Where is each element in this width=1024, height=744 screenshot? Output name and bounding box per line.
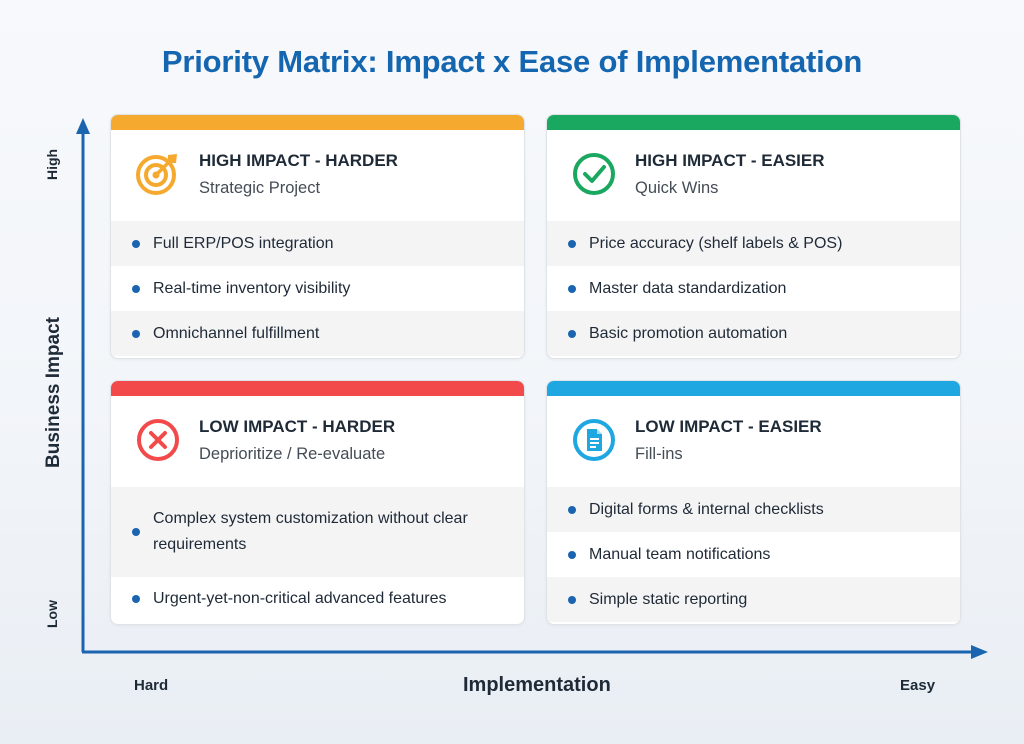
x-circle-icon bbox=[137, 419, 179, 461]
quadrant-high-impact-easier: HIGH IMPACT - EASIER Quick Wins Price ac… bbox=[546, 114, 961, 359]
y-axis-high-label: High bbox=[44, 148, 60, 180]
list-item: Urgent-yet-non-critical advanced feature… bbox=[111, 577, 524, 621]
page-title: Priority Matrix: Impact x Ease of Implem… bbox=[161, 44, 863, 79]
target-icon bbox=[136, 154, 177, 195]
quadrant-subtitle: Fill-ins bbox=[635, 445, 683, 463]
quadrant-heading: HIGH IMPACT - EASIER bbox=[635, 151, 825, 170]
list-item-text: Simple static reporting bbox=[589, 590, 748, 608]
document-icon bbox=[573, 419, 615, 461]
list-item-text: Basic promotion automation bbox=[589, 324, 788, 342]
bullet-dot bbox=[568, 550, 576, 559]
quadrant-heading: LOW IMPACT - HARDER bbox=[199, 417, 396, 436]
quadrant-high-impact-harder: HIGH IMPACT - HARDER Strategic Project F… bbox=[110, 114, 525, 359]
quadrant-accent-bar bbox=[111, 381, 524, 396]
list-item: Real-time inventory visibility bbox=[111, 266, 524, 311]
list-item-text: Complex system customization without cle… bbox=[153, 510, 468, 553]
x-axis-title: Implementation bbox=[463, 674, 611, 696]
list-item: Master data standardization bbox=[547, 266, 960, 311]
list-item-text: Omnichannel fulfillment bbox=[153, 324, 320, 342]
y-axis-title: Business Impact bbox=[43, 317, 64, 468]
x-axis-hard-label: Hard bbox=[134, 677, 169, 694]
list-item-text: Urgent-yet-non-critical advanced feature… bbox=[153, 590, 447, 607]
quadrant-low-impact-easier: LOW IMPACT - EASIER Fill-ins Digital for… bbox=[546, 380, 961, 625]
quadrant-subtitle: Strategic Project bbox=[199, 179, 321, 197]
list-item: Basic promotion automation bbox=[547, 311, 960, 356]
list-item-text: Full ERP/POS integration bbox=[153, 234, 334, 252]
bullet-dot bbox=[568, 284, 576, 293]
list-item: Manual team notifications bbox=[547, 532, 960, 577]
y-axis-arrow bbox=[76, 118, 90, 134]
bullet-dot bbox=[132, 528, 140, 536]
list-item-text: Master data standardization bbox=[589, 279, 787, 297]
bullet-dot bbox=[568, 239, 576, 248]
list-item: Omnichannel fulfillment bbox=[111, 311, 524, 356]
list-item: Price accuracy (shelf labels & POS) bbox=[547, 221, 960, 266]
quadrant-heading: LOW IMPACT - EASIER bbox=[635, 417, 822, 436]
x-axis-easy-label: Easy bbox=[900, 677, 936, 694]
quadrant-accent-bar bbox=[547, 381, 960, 396]
bullet-dot bbox=[132, 329, 140, 338]
y-axis-low-label: Low bbox=[44, 600, 60, 628]
quadrant-accent-bar bbox=[111, 115, 524, 130]
quadrant-subtitle: Deprioritize / Re-evaluate bbox=[199, 445, 386, 463]
list-item: Simple static reporting bbox=[547, 577, 960, 622]
list-item-text: Digital forms & internal checklists bbox=[589, 500, 824, 518]
list-item: Full ERP/POS integration bbox=[111, 221, 524, 266]
bullet-dot bbox=[132, 239, 140, 248]
quadrant-subtitle: Quick Wins bbox=[635, 179, 719, 197]
list-item: Digital forms & internal checklists bbox=[547, 487, 960, 532]
list-item-text: Price accuracy (shelf labels & POS) bbox=[589, 234, 843, 252]
x-axis-arrow bbox=[971, 645, 988, 659]
quadrant-accent-bar bbox=[547, 115, 960, 130]
quadrant-heading: HIGH IMPACT - HARDER bbox=[199, 151, 398, 170]
quadrant-low-impact-harder: LOW IMPACT - HARDER Deprioritize / Re-ev… bbox=[110, 380, 525, 625]
check-circle-icon bbox=[573, 153, 615, 195]
bullet-dot bbox=[568, 505, 576, 514]
list-item: Complex system customization without cle… bbox=[111, 487, 524, 577]
bullet-dot bbox=[568, 595, 576, 604]
bullet-dot bbox=[568, 329, 576, 338]
bullet-dot bbox=[132, 595, 140, 603]
bullet-dot bbox=[132, 284, 140, 293]
list-item-text: Real-time inventory visibility bbox=[153, 279, 351, 297]
list-item-text: Manual team notifications bbox=[589, 545, 771, 563]
